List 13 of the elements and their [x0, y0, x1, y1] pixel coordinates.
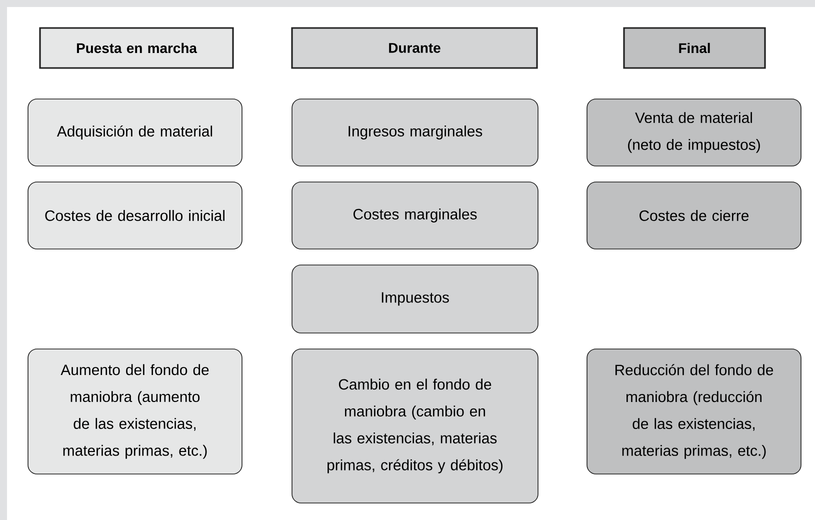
cost-box: Ingresos marginales	[292, 98, 538, 166]
header-box: Durante	[291, 27, 538, 69]
cost-box: Costes marginales	[292, 182, 538, 250]
cost-box: Cambio en el fondo de maniobra (cambio en las existencias, materias primas, créditos y débitos)	[292, 348, 538, 504]
cost-box: Costes de cierre	[586, 182, 802, 250]
header-box: Puesta en marcha	[39, 27, 234, 69]
header-box: Final	[623, 27, 766, 69]
cost-box: Adquisición de material	[28, 98, 242, 166]
cost-box: Impuestos	[292, 264, 538, 334]
cost-box: Aumento del fondo de maniobra (aumento de las existencias, materias primas, etc.)	[28, 348, 242, 474]
cost-box: Venta de material (neto de impuestos)	[586, 98, 802, 166]
cost-box: Reducción del fondo de maniobra (reducción de las existencias, materias primas, etc.)	[586, 348, 802, 474]
cost-box: Costes de desarrollo inicial	[28, 182, 242, 250]
